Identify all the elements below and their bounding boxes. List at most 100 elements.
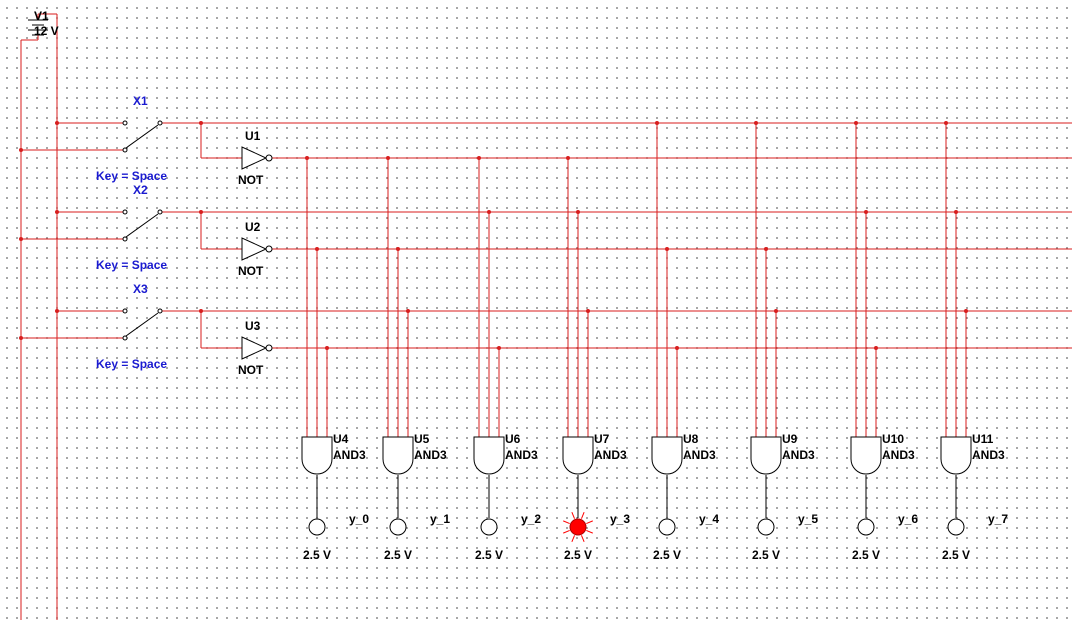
switch-ref-label: X1 [133,94,148,108]
junction-dot [315,247,319,251]
probe-lamp[interactable] [480,518,498,536]
switch-contact [122,308,128,314]
switch-blade[interactable] [125,312,159,337]
probe-voltage-label: 2.5 V [384,548,412,562]
probe-voltage-label: 2.5 V [564,548,592,562]
probe-name-label: y_2 [521,512,541,526]
switch-ref-label: X2 [133,183,148,197]
probe-ray [563,529,570,534]
probe-lamp[interactable] [569,518,587,536]
and-gate-type-label: AND3 [683,448,716,462]
components [28,19,972,542]
junction-dot [754,121,758,125]
switch-contact [122,120,128,126]
probe-lamp[interactable] [947,518,965,536]
probe-voltage-label: 2.5 V [752,548,780,562]
junction-dot [864,210,868,214]
and-gate-ref-label: U6 [505,432,521,446]
junction-dot [477,156,481,160]
inverter-type-label: NOT [238,173,264,187]
switch-ref-label: X3 [133,282,148,296]
not-gate-bubble [265,154,273,162]
probe-ray [571,535,576,542]
switch-contact [157,120,163,126]
inverter-type-label: NOT [238,264,264,278]
switch-key-label: Key = Space [96,258,167,272]
junction-dot [944,121,948,125]
junction-dot [55,121,59,125]
and-gate-icon [562,436,594,475]
probe-name-label: y_5 [798,512,818,526]
junction-dot [19,237,23,241]
probe-ray [580,535,585,542]
switch-contact [157,209,163,215]
switch-blade[interactable] [125,124,159,149]
and-gate-icon [473,436,505,475]
probe-lamp[interactable] [757,518,775,536]
switch-contact [122,209,128,215]
junction-dot [854,121,858,125]
and-gate-ref-label: U9 [782,432,798,446]
and-gate-ref-label: U4 [333,432,349,446]
junction-dot [954,210,958,214]
junction-dot [19,148,23,152]
probe-lamp[interactable] [308,518,326,536]
junction-dot [396,247,400,251]
and-gate-type-label: AND3 [782,448,815,462]
not-gate-icon [241,146,268,170]
junction-dot [764,247,768,251]
junction-dot [665,247,669,251]
switch-key-label: Key = Space [96,357,167,371]
junction-dot [19,336,23,340]
junction-dot [55,309,59,313]
switch-contact [122,236,128,242]
switch-contact [122,335,128,341]
and-gate-icon [651,436,683,475]
junction-dot [655,121,659,125]
and-gate-ref-label: U11 [972,432,994,446]
and-gate-type-label: AND3 [505,448,538,462]
probe-lamp[interactable] [658,518,676,536]
probe-lamp[interactable] [389,518,407,536]
and-gate-type-label: AND3 [594,448,627,462]
probe-name-label: y_6 [898,512,918,526]
and-gate-type-label: AND3 [333,448,366,462]
switch-blade[interactable] [125,213,159,238]
and-gate-ref-label: U8 [683,432,699,446]
junction-dot [675,346,679,350]
not-gate-icon [241,336,268,360]
wires [19,13,1072,620]
probe-name-label: y_0 [349,512,369,526]
probe-ray [586,529,593,534]
and-gate-ref-label: U7 [594,432,610,446]
probe-ray [586,520,593,525]
source-value-label: 12 V [34,24,59,38]
and-gate-icon [940,436,972,475]
and-gate-icon [382,436,414,475]
probe-voltage-label: 2.5 V [303,548,331,562]
probe-voltage-label: 2.5 V [852,548,880,562]
junction-dot [386,156,390,160]
junction-dot [497,346,501,350]
and-gate-icon [750,436,782,475]
not-gate-bubble [265,245,273,253]
inverter-ref-label: U2 [245,220,261,234]
junction-dot [487,210,491,214]
probe-voltage-label: 2.5 V [942,548,970,562]
switch-contact [157,308,163,314]
probe-ray [563,520,570,525]
probe-name-label: y_7 [988,512,1008,526]
and-gate-ref-label: U10 [882,432,904,446]
junction-dot [55,210,59,214]
probe-name-label: y_3 [610,512,630,526]
junction-dot [406,309,410,313]
junction-dot [774,309,778,313]
junction-dot [566,156,570,160]
probe-name-label: y_4 [699,512,719,526]
probe-lamp[interactable] [857,518,875,536]
junction-dot [305,156,309,160]
and-gate-type-label: AND3 [414,448,447,462]
junction-dot [964,309,968,313]
probe-lit-icon [563,512,593,542]
